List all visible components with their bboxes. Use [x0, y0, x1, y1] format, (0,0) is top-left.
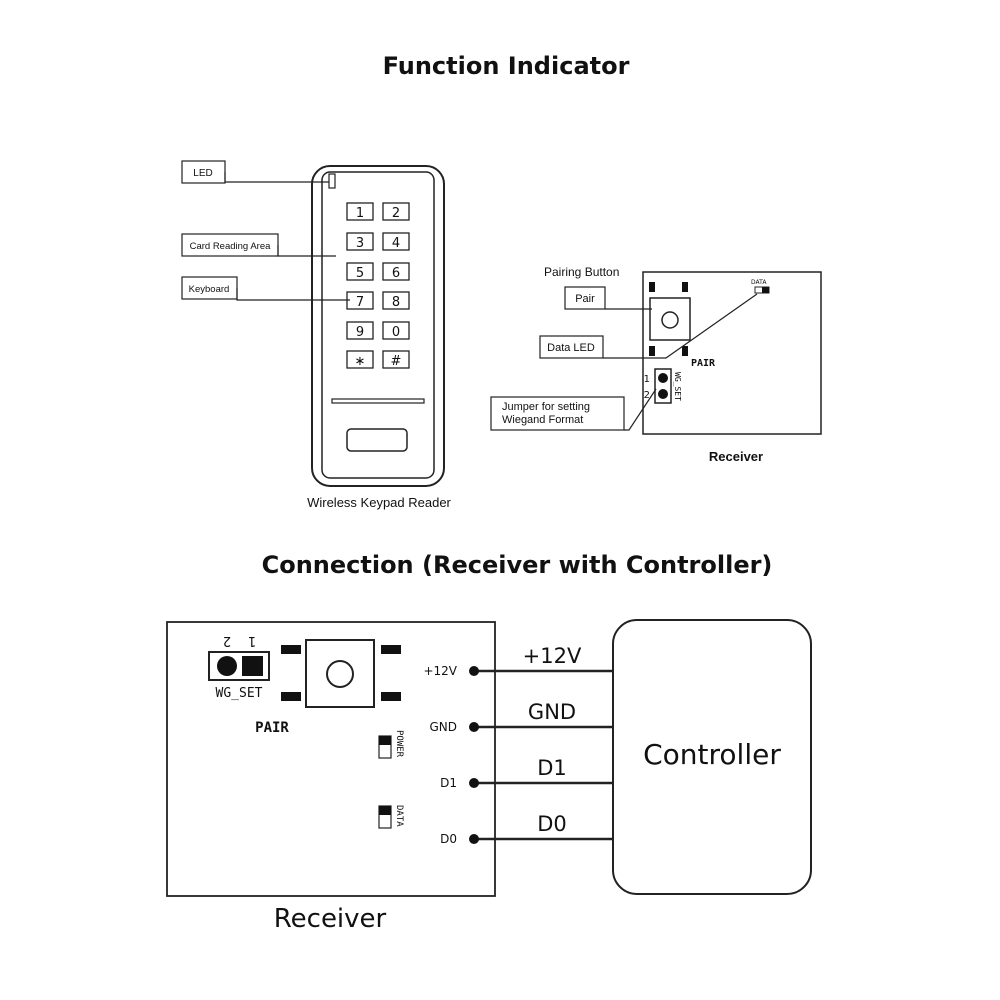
- keypad-slot: [331, 398, 425, 404]
- large-pin2-label: 2: [223, 633, 231, 648]
- callout-dataled-box: [539, 335, 604, 359]
- wire-12v-dot: [469, 666, 479, 676]
- callout-keyboard-label: Keyboard: [189, 284, 230, 295]
- key-5: 5: [356, 266, 364, 281]
- wire-d1-label: D1: [537, 756, 567, 780]
- large-pad-tr: [381, 645, 401, 654]
- small-data-label: DATA: [751, 279, 767, 286]
- wire-d1-dot: [469, 778, 479, 788]
- key-9: 9: [356, 325, 364, 340]
- callout-jumper-line2: Wiegand Format: [502, 414, 583, 426]
- callout-pair-label: Pair: [575, 293, 595, 305]
- callout-dataled-label: Data LED: [547, 342, 595, 354]
- terminal-12v-label: +12V: [423, 664, 457, 678]
- receiver-small-board: [642, 271, 822, 435]
- key-star: ∗: [355, 354, 366, 369]
- large-pair-label: PAIR: [255, 720, 289, 736]
- large-jumper-pin1: [242, 656, 263, 676]
- callout-jumper-line1: Jumper for setting: [502, 401, 590, 413]
- callout-jumper-box: [490, 396, 625, 431]
- keypad-led: [328, 173, 336, 189]
- small-jumper-pin1: [658, 373, 668, 383]
- large-pad-bl: [281, 692, 301, 701]
- wire-gnd-label: GND: [528, 700, 576, 724]
- controller: Controller: [612, 619, 812, 895]
- key-4-frame: [382, 232, 410, 251]
- key-1-frame: [346, 202, 374, 221]
- large-pad-tl: [281, 645, 301, 654]
- wire-d0-dot: [469, 834, 479, 844]
- callout-pair-box: [564, 286, 606, 310]
- key-0: 0: [392, 325, 400, 340]
- key-3: 3: [356, 236, 364, 251]
- keypad-keys: 1 2 3 4 5 6 7 8 9 0 ∗ #: [346, 202, 410, 369]
- callout-keyboard-leader: [236, 288, 350, 301]
- pad-tr: [682, 282, 688, 292]
- key-6-frame: [382, 262, 410, 281]
- key-hash: #: [391, 354, 402, 369]
- keypad-reader: 1 2 3 4 5 6 7 8 9 0 ∗ #: [311, 165, 445, 487]
- wire-gnd-dot: [469, 722, 479, 732]
- key-2-frame: [382, 202, 410, 221]
- terminal-d0-label: D0: [440, 832, 457, 846]
- wire-d0-label: D0: [537, 812, 567, 836]
- small-pair-label: PAIR: [691, 358, 716, 369]
- receiver-small-callouts: Pair Data LED Jumper for setting Wiegand…: [490, 286, 758, 431]
- small-data-led-fill: [762, 287, 769, 293]
- keypad-callouts: LED Card Reading Area Keyboard: [181, 160, 350, 301]
- key-2: 2: [392, 206, 400, 221]
- pad-bl: [649, 346, 655, 356]
- connection-title: Connection (Receiver with Controller): [262, 551, 773, 579]
- callout-led-leader: [224, 172, 329, 183]
- callout-dataled-leader: [603, 293, 758, 359]
- key-hash-frame: [382, 350, 410, 369]
- power-label: POWER: [394, 730, 404, 758]
- pad-br: [682, 346, 688, 356]
- keypad-caption: Wireless Keypad Reader: [307, 495, 451, 510]
- key-7: 7: [356, 295, 364, 310]
- key-8: 8: [392, 295, 400, 310]
- key-0-frame: [382, 321, 410, 340]
- key-5-frame: [346, 262, 374, 281]
- key-star-frame: [346, 350, 374, 369]
- small-pin2-label: 2: [644, 390, 650, 401]
- large-wgset-label: WG_SET: [216, 686, 263, 701]
- receiver-large-caption: Receiver: [274, 904, 387, 934]
- large-pad-br: [381, 692, 401, 701]
- terminal-d1-label: D1: [440, 776, 457, 790]
- callout-led-label: LED: [193, 168, 212, 179]
- key-6: 6: [392, 266, 400, 281]
- terminal-gnd-label: GND: [429, 720, 457, 734]
- small-jumper-pin2: [658, 389, 668, 399]
- pad-tl: [649, 282, 655, 292]
- key-8-frame: [382, 291, 410, 310]
- large-pin1-label: 1: [248, 633, 256, 648]
- pairing-button-label: Pairing Button: [544, 265, 619, 279]
- wires: +12V GND D1 D0: [469, 644, 613, 844]
- pair-button-icon: [661, 311, 679, 329]
- small-wgset-label: WG_SET: [673, 372, 682, 401]
- large-pair-button-icon: [326, 660, 354, 688]
- wire-12v-label: +12V: [523, 644, 582, 668]
- keypad-indicator-window: [346, 428, 408, 452]
- receiver-small: PAIR DATA 1 2 WG_SET: [642, 271, 822, 435]
- receiver-large: 2 1 WG_SET PAIR POWER DATA +12V GND D1 D…: [166, 621, 496, 897]
- function-indicator-title: Function Indicator: [383, 52, 630, 80]
- callout-card-leader: [277, 245, 336, 257]
- callout-card-label: Card Reading Area: [190, 241, 272, 252]
- key-1: 1: [356, 206, 364, 221]
- controller-box: [612, 619, 812, 895]
- small-pin1-label: 1: [644, 374, 650, 385]
- data-led-fill: [379, 806, 391, 815]
- key-3-frame: [346, 232, 374, 251]
- controller-label: Controller: [643, 738, 781, 771]
- large-jumper-pin2: [217, 656, 237, 676]
- callout-jumper-leader: [624, 388, 657, 431]
- data-label: DATA: [394, 805, 404, 827]
- power-led-fill: [379, 736, 391, 745]
- key-4: 4: [392, 236, 400, 251]
- key-9-frame: [346, 321, 374, 340]
- receiver-small-caption: Receiver: [709, 449, 763, 464]
